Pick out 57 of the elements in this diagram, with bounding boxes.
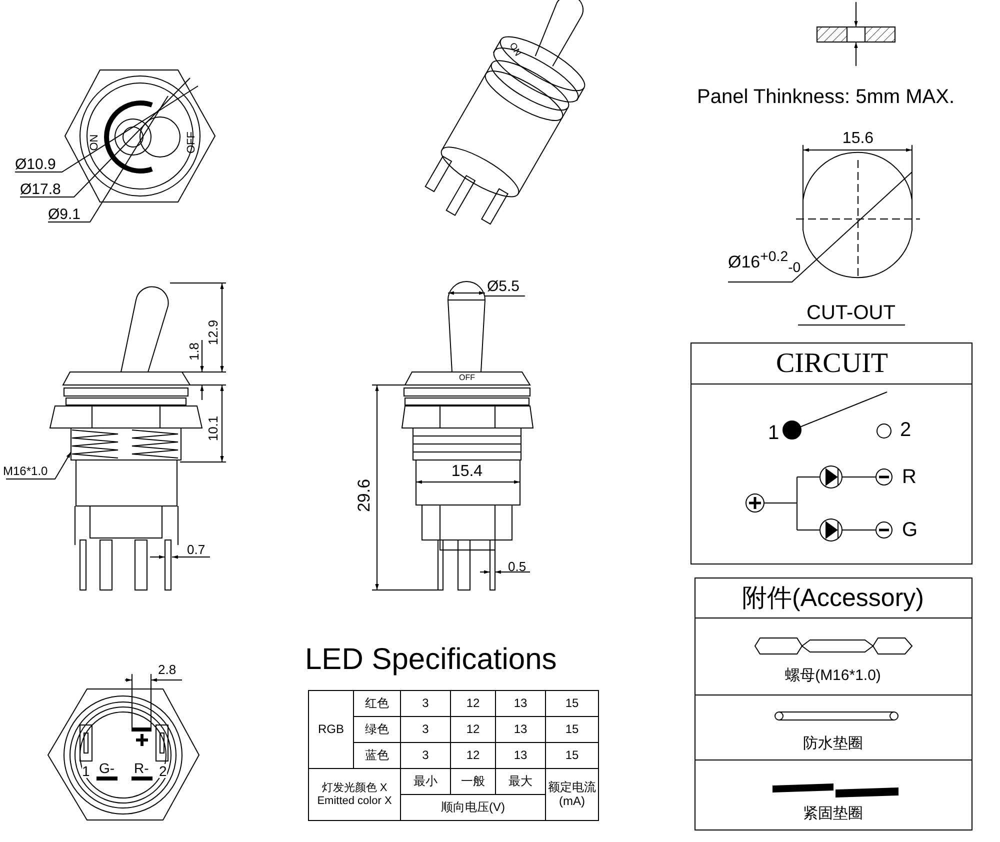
table-cell: 15 — [546, 690, 598, 716]
table-cell: 一般 — [450, 768, 496, 794]
switch-state-label: OFF — [459, 374, 475, 382]
table-cell: 灯发光颜色 X Emitted color X — [308, 768, 400, 820]
dimension-label: Ø10.9 — [15, 157, 56, 172]
dimension-label: 1.8 — [188, 342, 200, 361]
dimension-label: Ø9.1 — [48, 207, 81, 222]
section-title: LED Specifications — [305, 645, 557, 675]
section-title: CIRCUIT — [776, 350, 888, 378]
table-cell: 12 — [450, 690, 496, 716]
table-cell: 3 — [400, 742, 450, 768]
terminal-label: 2 — [159, 764, 167, 778]
terminal-label: 1 — [768, 423, 780, 443]
terminal-label: 2 — [900, 420, 912, 440]
part-caption: 螺母(M16*1.0) — [785, 668, 881, 683]
section-title: 附件(Accessory) — [742, 586, 924, 611]
dimension-label: 15.6 — [842, 131, 874, 147]
table-cell: 15 — [546, 742, 598, 768]
table-cell: 最大 — [496, 768, 546, 794]
thread-drawing — [72, 430, 178, 458]
switch-state-label: OFF — [186, 132, 198, 154]
dimension-label: Ø5.5 — [487, 279, 520, 294]
leader-line — [6, 452, 72, 480]
table-cell: 15 — [546, 716, 598, 742]
note-text: Panel Thinkness: 5mm MAX. — [697, 87, 955, 107]
table-cell: 3 — [400, 690, 450, 716]
section-title: CUT-OUT — [806, 303, 896, 323]
table-cell: 蓝色 — [354, 742, 400, 768]
dimension-label: 15.4 — [451, 464, 483, 480]
table-cell: 最小 — [400, 768, 450, 794]
dimension-label: 29.6 — [356, 478, 372, 512]
dimension-label: 10.1 — [206, 416, 220, 442]
table-cell: RGB — [308, 690, 354, 768]
terminal-label: G — [902, 520, 918, 540]
table-cell: 额定电流(mA) — [546, 768, 598, 820]
table-cell: 13 — [496, 742, 546, 768]
callout-label: M16*1.0 — [3, 465, 48, 477]
table-cell: 绿色 — [354, 716, 400, 742]
dimension-label: 0.7 — [187, 543, 206, 556]
part-caption: 紧固垫圈 — [803, 806, 863, 821]
switch-state-label: ON — [90, 134, 100, 151]
dimension-label: 12.9 — [206, 320, 220, 346]
dimension-label: 0.5 — [508, 560, 526, 573]
terminal-label: R- — [134, 761, 149, 775]
table-cell: 13 — [496, 716, 546, 742]
table-cell: 红色 — [354, 690, 400, 716]
table-cell: 3 — [400, 716, 450, 742]
terminal-label: R — [902, 467, 916, 487]
dimension-label: Ø17.8 — [20, 182, 61, 197]
terminal-label: G- — [99, 761, 115, 775]
dimension-label: 2.8 — [158, 663, 176, 676]
switch-state-label: ON — [508, 41, 522, 58]
part-caption: 防水垫圈 — [803, 736, 863, 751]
terminal-label: 1 — [82, 764, 90, 778]
table-cell: 13 — [496, 690, 546, 716]
table-cell: 12 — [450, 742, 496, 768]
table-cell: 12 — [450, 716, 496, 742]
